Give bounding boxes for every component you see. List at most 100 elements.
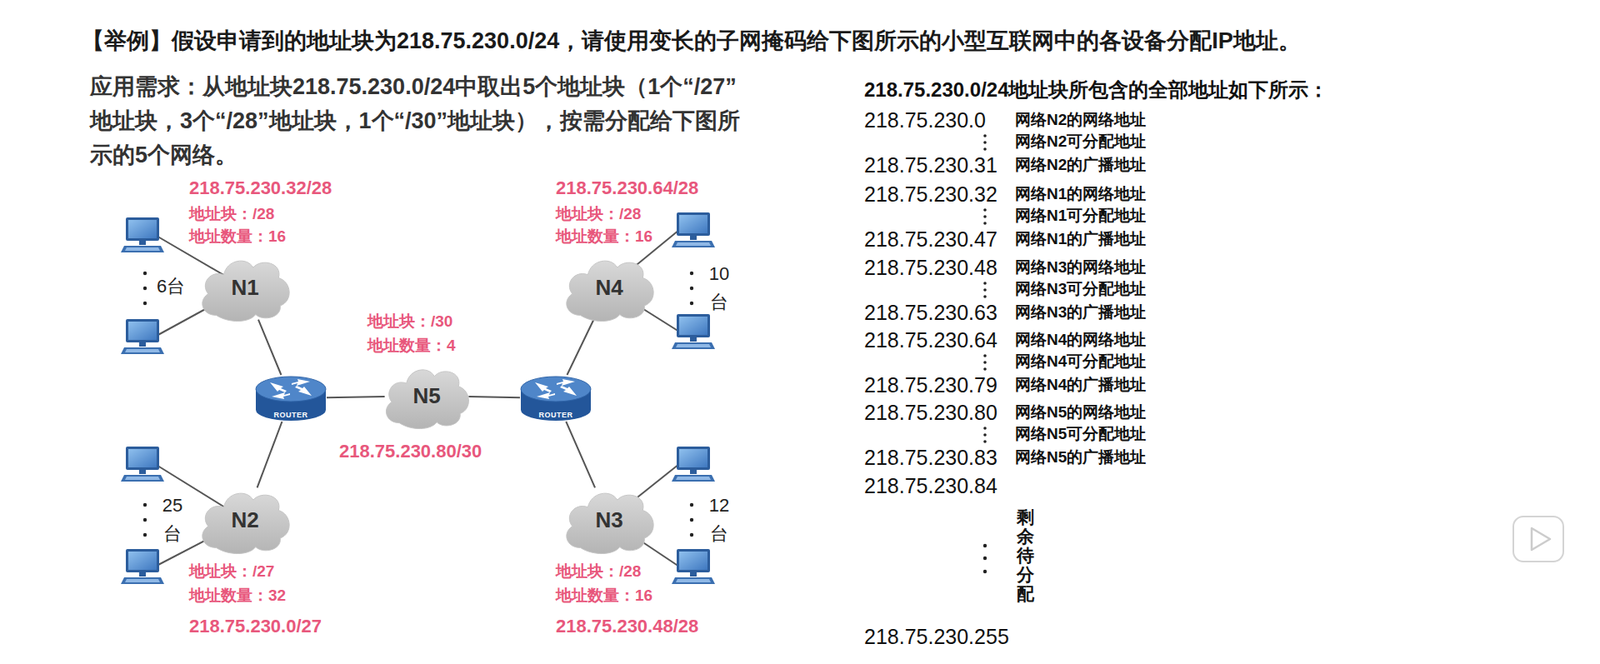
slide-title: 【举例】假设申请到的地址块为218.75.230.0/24，请使用变长的子网掩码… [81,25,1301,56]
address-cell: 218.75.230.63 [864,300,998,325]
address-count: 地址数量：16 [555,585,653,607]
cloud-outline [385,370,469,430]
address-note: 网络N4的广播地址 [1015,374,1146,396]
block-size: 地址块：/28 [555,560,641,583]
list-dot [983,134,987,138]
ellipsis-dots [690,286,694,290]
router-arrows [535,382,552,393]
network-link [257,421,283,488]
ellipsis-dots [690,503,694,507]
remaining-note: 剩余待分配 [1016,507,1035,604]
list-dot [983,570,987,574]
list-dot [983,221,987,225]
cloud-outline [566,493,654,554]
address-cell: 218.75.230.0 [864,108,986,133]
host-links [155,235,245,288]
address-cell: 218.75.230.80 [864,400,998,425]
ellipsis-dots [143,301,147,305]
ellipsis-dots [143,286,147,290]
host-computers [120,212,715,585]
host-links [155,230,680,567]
subnet-address: 218.75.230.64/28 [555,177,699,200]
host-links [155,464,245,520]
host-links [609,287,680,332]
subnet-address: 218.75.230.80/30 [339,440,482,463]
cloud-shape [195,251,295,324]
host-computers [120,446,165,482]
address-cell: 218.75.230.255 [864,625,1010,650]
address-cell: 218.75.230.48 [864,255,998,280]
address-count: 地址数量：32 [189,585,286,607]
address-cell: 218.75.230.64 [864,328,998,353]
block-size: 地址块：/28 [189,203,275,225]
host-links [155,520,245,567]
network-cloud: N3 [560,484,659,556]
router-label: ROUTER [539,410,574,420]
network-link [566,320,594,375]
list-heading: 218.75.230.0/24地址块所包含的全部地址如下所示： [864,76,1330,104]
network-link [468,396,520,398]
ellipsis-dots [143,518,147,522]
play-button [1531,528,1550,550]
router-arrows [556,379,575,386]
list-dot [983,360,987,365]
router-arrows [535,379,577,400]
network-cloud: N5 [380,360,474,431]
host-count: 25 台 [158,491,187,549]
ellipsis-dots [690,518,694,522]
network-name: N4 [595,275,623,301]
play-button [1513,516,1564,562]
list-dots [983,134,987,574]
host-computers [120,319,165,355]
host-count: 6台 [156,274,185,300]
host-links [609,464,680,520]
subnet-address: 218.75.230.32/28 [189,177,332,200]
ellipsis-dots [690,271,694,275]
block-size: 地址块：/27 [189,560,275,583]
router-top [520,376,591,402]
cloud-shape [560,484,659,556]
address-note: 网络N1可分配地址 [1015,205,1146,227]
address-cell: 218.75.230.84 [864,474,998,499]
list-dot [983,147,987,151]
subnet-address: 218.75.230.48/28 [555,615,699,638]
network-link [258,320,281,375]
cloud-outline [566,260,654,321]
address-note: 网络N5的广播地址 [1015,446,1146,469]
router-body [255,389,326,421]
host-computers [671,212,715,248]
router-icon: ROUTER [255,375,327,422]
router-label: ROUTER [274,410,309,420]
ellipsis-dots [143,533,147,537]
network-name: N3 [595,507,623,534]
host-links [155,287,245,337]
list-dot [983,288,987,292]
address-cell: 218.75.230.83 [864,445,998,470]
list-dot [983,208,987,212]
list-dot [983,426,987,430]
router-top [255,376,326,402]
host-computers [120,549,165,585]
network-name: N5 [412,383,440,410]
play-button [1513,516,1564,562]
cloud-shape [380,360,474,431]
ellipsis-dots [690,533,694,537]
address-note: 网络N2的网络地址 [1015,109,1146,131]
router-body [520,389,591,421]
address-note: 网络N5的网络地址 [1015,401,1146,424]
list-dot [983,556,987,560]
ellipsis-dots [143,271,694,537]
address-count: 地址数量：16 [189,225,286,248]
list-dot [983,433,987,437]
network-cloud: N2 [195,484,295,556]
subnet-address: 218.75.230.0/27 [189,615,322,638]
router-icon: ROUTER [520,375,592,422]
router-arrows [560,385,577,396]
address-count: 地址数量：16 [555,225,653,248]
list-dot [983,281,987,285]
ellipsis-dots [143,503,147,507]
ellipsis-dots [690,301,694,305]
host-links [609,230,680,288]
address-note: 网络N1的广播地址 [1015,228,1146,250]
